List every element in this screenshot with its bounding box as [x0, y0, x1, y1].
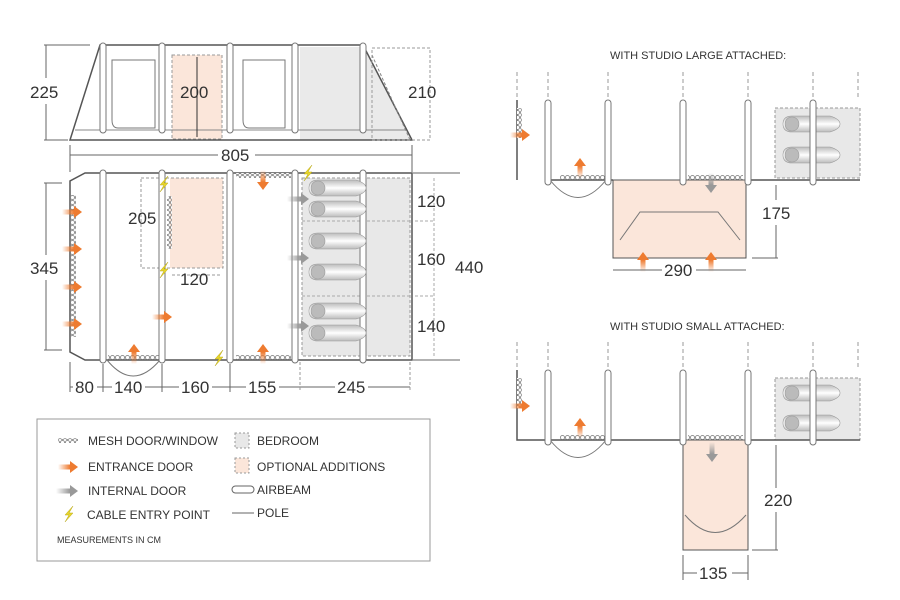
measurements-note: MEASUREMENTS IN CM — [57, 535, 161, 545]
legend-label: AIRBEAM — [257, 483, 311, 497]
optional-swatch-icon — [234, 457, 250, 474]
studio-small-width: 135 — [699, 564, 727, 583]
door-height-label: 200 — [180, 83, 208, 102]
segment-label: 245 — [337, 378, 365, 397]
porch-width-label: 120 — [180, 270, 208, 289]
segment-label: 140 — [114, 378, 142, 397]
segment-label: 80 — [75, 378, 94, 397]
legend-label: ENTRANCE DOOR — [88, 460, 194, 474]
segment-label: 160 — [181, 378, 209, 397]
height-left-label: 225 — [30, 83, 58, 102]
side-elevation: 225 200 210 805 — [30, 42, 436, 172]
mesh-window — [71, 195, 76, 337]
studio-large-title: WITH STUDIO LARGE ATTACHED: — [610, 50, 786, 62]
length-label: 805 — [221, 146, 249, 165]
legend-label: MESH DOOR/WINDOW — [88, 434, 219, 448]
mesh-icon — [58, 438, 78, 443]
height-right-label: 210 — [408, 83, 436, 102]
airbeam-icon — [231, 485, 255, 494]
legend-label: INTERNAL DOOR — [88, 484, 187, 498]
legend: MESH DOOR/WINDOW ENTRANCE DOOR INTERNAL … — [36, 418, 431, 562]
studio-large-width: 290 — [664, 261, 692, 280]
floor-plan: 205 120 345 120 160 140 440 80 140 160 1… — [30, 164, 483, 397]
porch-depth-label: 205 — [128, 209, 156, 228]
bedroom-width-2: 160 — [417, 250, 445, 269]
studio-large — [612, 179, 747, 259]
studio-large-plan: WITH STUDIO LARGE ATTACHED: 290 175 — [510, 50, 861, 280]
studio-small-depth: 220 — [764, 491, 792, 510]
legend-label: POLE — [257, 506, 289, 520]
studio-small — [682, 439, 749, 551]
legend-label: BEDROOM — [257, 434, 319, 448]
overall-width-label: 440 — [455, 258, 483, 277]
width-label: 345 — [30, 259, 58, 278]
studio-small-plan: WITH STUDIO SMALL ATTACHED: 220 135 — [510, 321, 861, 583]
bedroom-swatch-icon — [234, 432, 250, 449]
optional-porch-area — [170, 178, 223, 268]
legend-label: OPTIONAL ADDITIONS — [257, 460, 385, 474]
studio-large-depth: 175 — [762, 204, 790, 223]
segment-label: 155 — [248, 378, 276, 397]
bedroom-width-3: 140 — [417, 317, 445, 336]
bedroom-area — [300, 47, 412, 140]
bedroom-width-1: 120 — [417, 192, 445, 211]
legend-label: CABLE ENTRY POINT — [87, 508, 211, 522]
studio-small-title: WITH STUDIO SMALL ATTACHED: — [610, 321, 785, 333]
